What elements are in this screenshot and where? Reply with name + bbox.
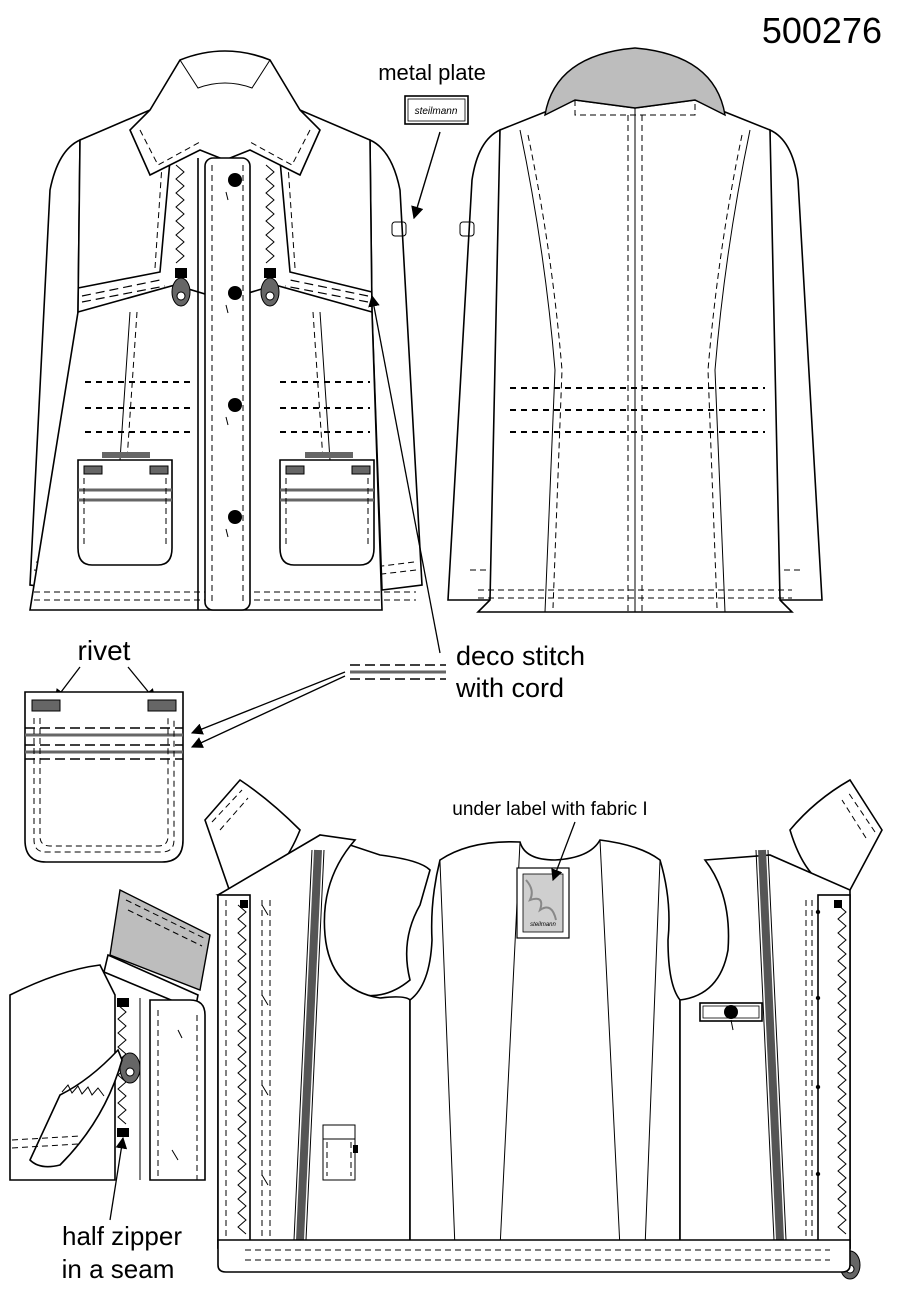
metal-plate-callout: metal plate steilmann: [378, 60, 486, 220]
under-label-brand: steilmann: [530, 922, 556, 928]
yoke-zipper-right: [260, 164, 280, 307]
back-left-sleeve: [447, 128, 506, 601]
jacket-inside-view: steilmann: [204, 778, 883, 1280]
front-collar: [129, 50, 321, 177]
front-deco-stitch-right: [280, 381, 370, 433]
front-pocket-left: [77, 452, 173, 566]
under-label-arrow: [551, 821, 576, 882]
metal-plate-brand: steilmann: [415, 106, 458, 117]
metal-plate-arrow: [411, 131, 441, 220]
jacket-back-view: [447, 47, 823, 613]
deco-stitch-arrow-yoke: [368, 294, 441, 654]
metal-plate-badge: [404, 95, 469, 125]
under-label: steilmann: [516, 867, 570, 939]
inside-tab: [699, 1002, 763, 1031]
front-pocket-right: [279, 452, 375, 566]
yoke-zipper-left: [171, 164, 191, 307]
metal-plate-label: metal plate: [378, 60, 486, 85]
pocket-detail: rivet: [24, 635, 184, 863]
front-placket: [204, 157, 251, 611]
half-zipper-arrow: [109, 1136, 128, 1221]
back-collar: [544, 47, 726, 117]
deco-stitch-arrow-pocket-top: [190, 671, 346, 735]
back-deco-stitch: [510, 387, 765, 433]
deco-stitch-label-line1: deco stitch: [456, 641, 585, 671]
half-zipper-label-line1: half zipper: [62, 1221, 182, 1251]
rivet-icon: [147, 699, 177, 712]
article-number: 500276: [762, 10, 882, 51]
half-zipper-detail: half zipper in a seam: [9, 888, 211, 1284]
button-icon: [228, 398, 242, 412]
front-buttons: [225, 173, 242, 538]
button-icon: [228, 510, 242, 524]
jacket-front-view: [29, 50, 423, 611]
deco-stitch-arrow-pocket-bottom: [190, 675, 346, 748]
button-icon: [228, 173, 242, 187]
rivet-icon: [31, 699, 61, 712]
half-zipper-label-line2: in a seam: [62, 1254, 175, 1284]
deco-stitch-label-line2: with cord: [455, 673, 564, 703]
inside-piping-right: [758, 849, 784, 1241]
button-icon: [228, 286, 242, 300]
under-label-callout: under label with fabric I: [452, 799, 647, 820]
deco-stitch-callout: deco stitch with cord: [190, 294, 585, 748]
sleeve-metal-plate: [391, 221, 407, 237]
button-icon: [724, 1005, 738, 1019]
back-sleeve-metal-plate: [459, 221, 475, 237]
front-right-sleeve: [369, 138, 423, 591]
inside-piping-left: [296, 849, 322, 1241]
rivet-label: rivet: [78, 635, 131, 666]
back-right-sleeve: [764, 128, 823, 601]
